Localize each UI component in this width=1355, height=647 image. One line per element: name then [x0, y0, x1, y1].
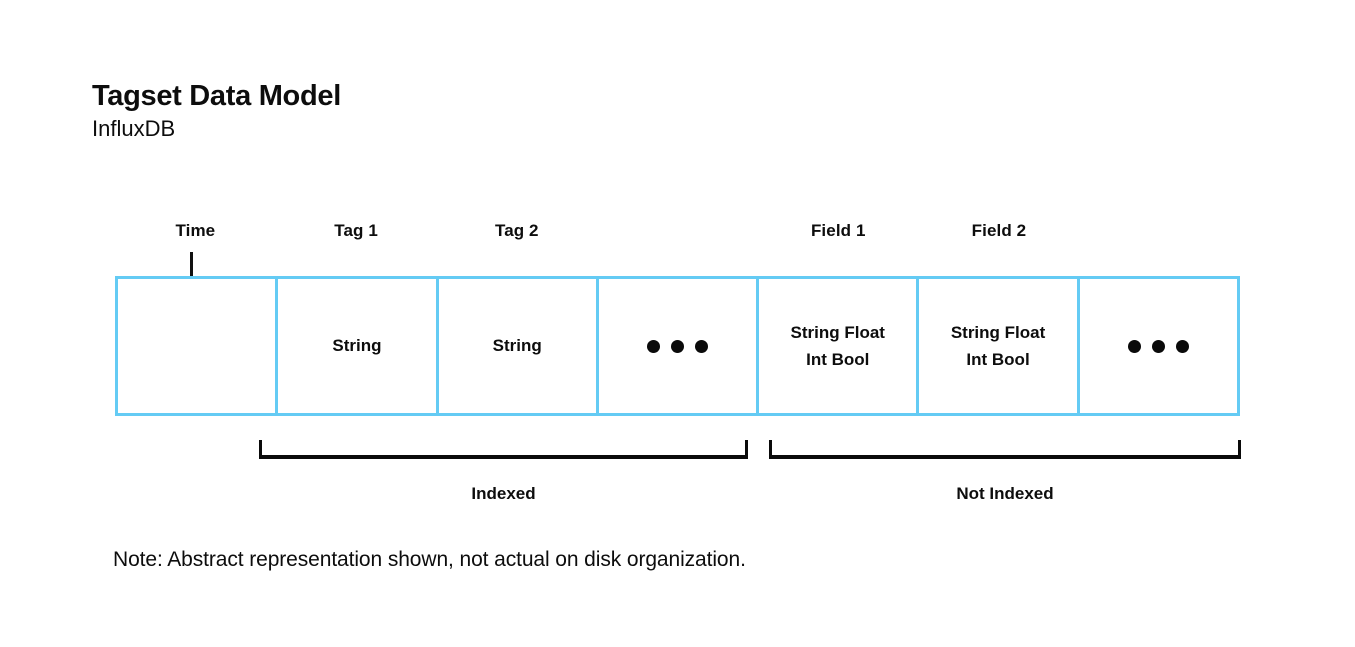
cell-field-2: String Float Int Bool — [919, 279, 1080, 413]
cell-field-1: String Float Int Bool — [759, 279, 920, 413]
cell-tag-2-value: String — [492, 336, 542, 356]
dot-icon — [646, 339, 660, 353]
cell-field-2-line2: Int Bool — [966, 350, 1030, 369]
cell-field-2-line1: String Float — [950, 322, 1046, 342]
header-tag-1: Tag 1 — [334, 221, 378, 240]
cell-time — [118, 279, 279, 413]
dot-icon — [670, 339, 684, 353]
column-headers: Time Tag 1 Tag 2 Field 1 Field 2 — [115, 221, 1240, 241]
indexed-label: Indexed — [471, 484, 536, 503]
not-indexed-bracket — [769, 440, 1241, 459]
page-title: Tagset Data Model — [92, 80, 341, 113]
dot-icon — [694, 339, 708, 353]
cell-field-2-value: String Float Int Bool — [951, 319, 1045, 373]
header-field-2: Field 2 — [971, 221, 1027, 240]
cell-tag-1: String — [278, 279, 439, 413]
indexed-bracket — [259, 440, 748, 459]
cell-tags-more — [599, 279, 760, 413]
dot-icon — [1151, 339, 1165, 353]
cell-field-1-line1: String Float — [790, 322, 885, 342]
footnote: Note: Abstract representation shown, not… — [113, 548, 746, 571]
dot-icon — [1127, 339, 1141, 353]
cell-field-1-line2: Int Bool — [806, 350, 870, 369]
header-spacer-fields-more — [1079, 221, 1240, 241]
header-field-1: Field 1 — [810, 221, 866, 240]
header-spacer-tags-more — [597, 221, 758, 241]
not-indexed-label: Not Indexed — [956, 484, 1054, 503]
ellipsis-dots-icon — [1127, 339, 1189, 353]
dot-icon — [1175, 339, 1189, 353]
header-time: Time — [175, 221, 216, 240]
cell-fields-more — [1080, 279, 1237, 413]
ellipsis-dots-icon — [646, 339, 708, 353]
cell-tag-2: String — [439, 279, 599, 413]
tagset-row: String String String Float Int Bool Stri… — [115, 276, 1240, 416]
cell-field-1-value: String Float Int Bool — [791, 319, 885, 373]
header-tag-2: Tag 2 — [494, 221, 539, 240]
cell-tag-1-value: String — [332, 336, 382, 356]
page-subtitle: InfluxDB — [92, 116, 176, 141]
